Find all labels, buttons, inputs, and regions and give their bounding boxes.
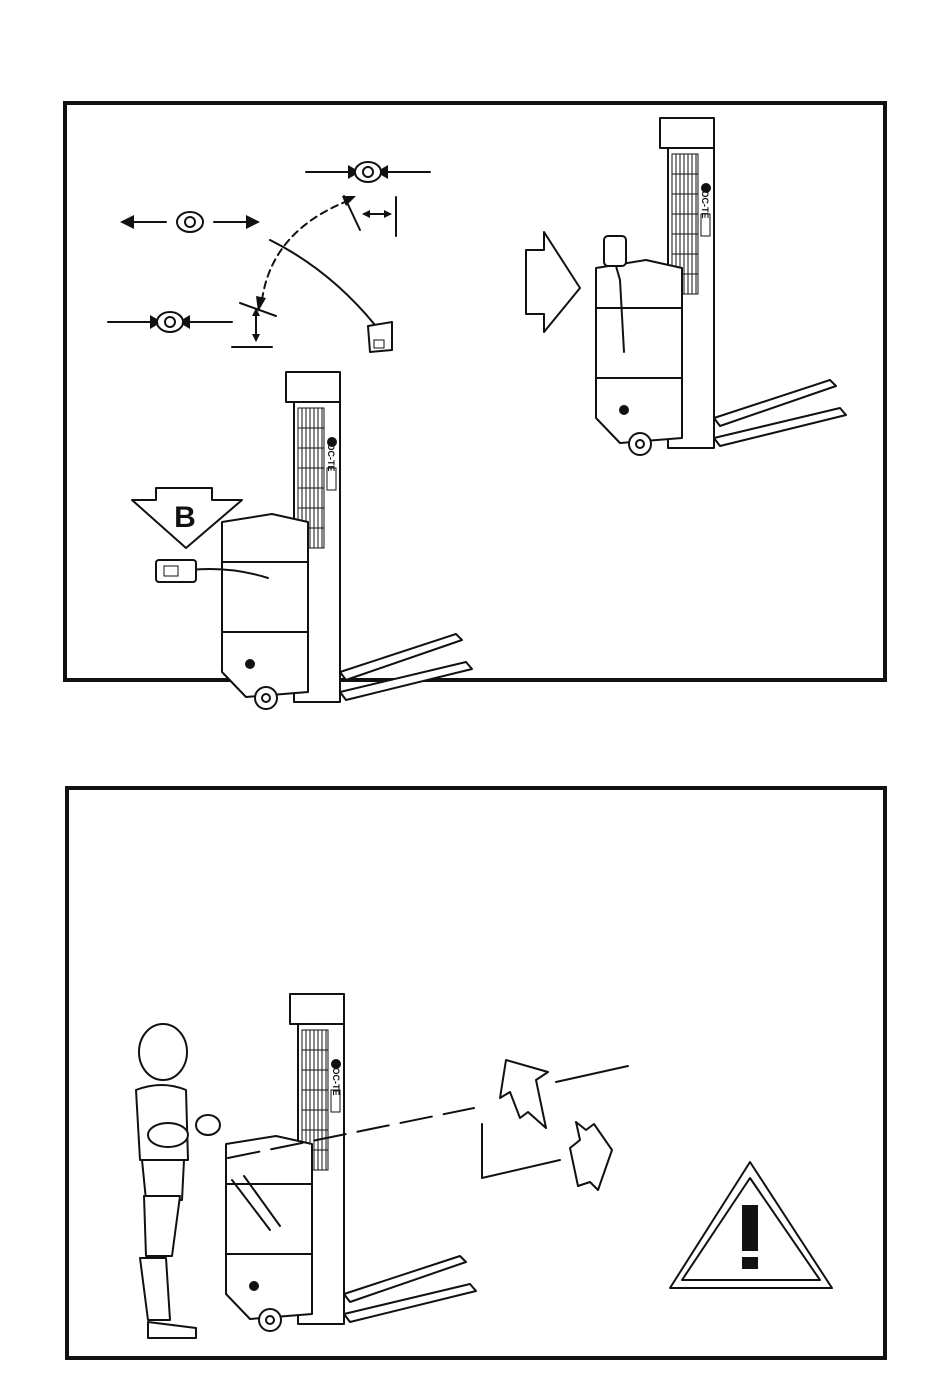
- stacker-truck: [226, 994, 476, 1331]
- direction-arrow-icon: [570, 1122, 612, 1190]
- brand-label: LOC-TE: [326, 438, 336, 472]
- stacker-truck-upright-tiller: [596, 118, 846, 455]
- top-panel-frame: [65, 103, 885, 680]
- brand-label: LOC-TE: [331, 1062, 341, 1096]
- callout-letter: B: [174, 501, 196, 534]
- brand-label: LOC-TE: [700, 185, 710, 219]
- handle-position-symbol: [108, 312, 232, 332]
- operator-figure: [136, 1024, 220, 1338]
- double-arrow-icon: [120, 212, 260, 232]
- right-arrow-icon: [526, 232, 580, 332]
- warning-triangle-icon: [670, 1162, 832, 1288]
- handle-position-symbol: [306, 162, 430, 182]
- stacker-truck-lowered-tiller: [156, 372, 472, 709]
- tiller-swing-diagram: [232, 196, 396, 352]
- direction-arrow-icon: [500, 1060, 548, 1128]
